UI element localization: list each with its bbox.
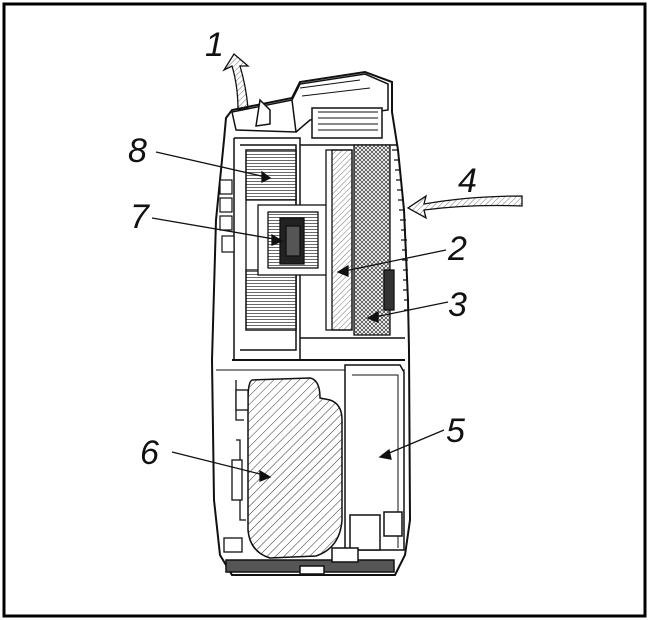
rear-grille — [392, 149, 409, 311]
callout-3: 3 — [448, 286, 467, 324]
fan-housing — [245, 149, 297, 331]
base-plate — [225, 547, 395, 575]
callout-6: 6 — [140, 434, 159, 472]
callout-4: 4 — [458, 162, 477, 200]
callout-1: 1 — [205, 26, 224, 64]
airflow-out-arrow — [222, 53, 250, 111]
evaporator-coil — [325, 149, 353, 331]
callout-7: 7 — [130, 198, 150, 236]
callout-5: 5 — [446, 412, 465, 450]
callout-labels: 1 2 3 4 5 6 7 8 — [128, 26, 477, 472]
air-filter — [353, 144, 395, 336]
compressor — [247, 377, 343, 559]
leader-lines — [151, 151, 449, 482]
water-tank — [344, 364, 405, 551]
side-louvres — [219, 179, 235, 253]
airflow-in-arrow — [406, 194, 523, 220]
piping — [223, 380, 249, 553]
fan-motor — [257, 204, 341, 276]
callout-2: 2 — [447, 230, 467, 268]
callout-8: 8 — [128, 132, 147, 170]
top-grille — [231, 73, 389, 139]
